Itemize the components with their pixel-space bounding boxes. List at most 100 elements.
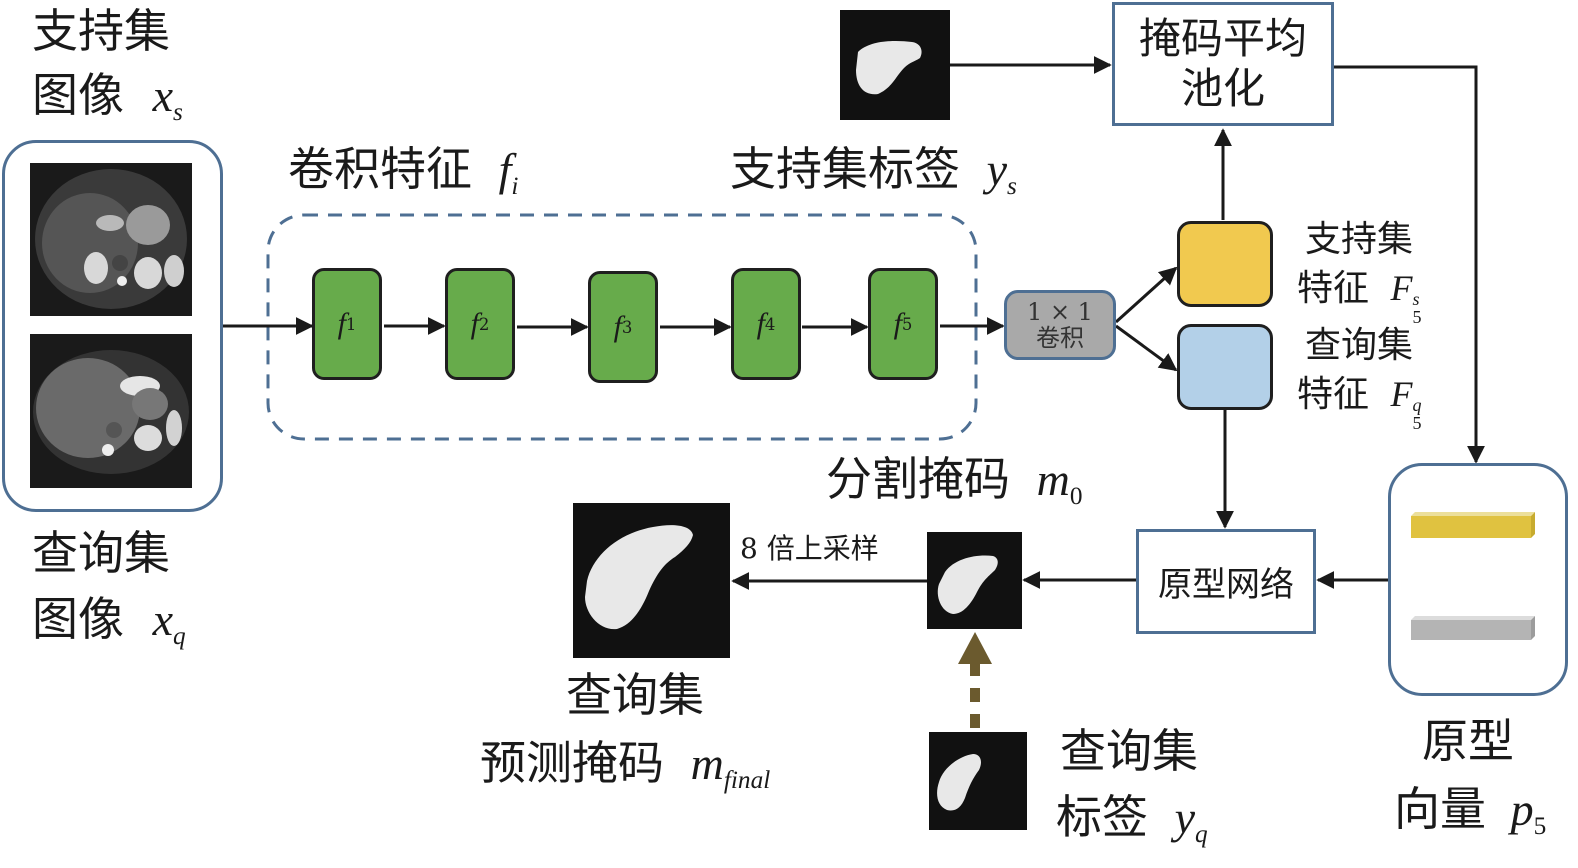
query-label-symbol: yq bbox=[1174, 792, 1208, 847]
feature-symbol: f bbox=[613, 310, 622, 343]
query-feature-line1: 查询集 bbox=[1305, 325, 1414, 366]
query-feature-line2: 特征 bbox=[1297, 374, 1370, 415]
seg-mask-label: 分割掩码 m0 bbox=[826, 456, 1083, 509]
feature-symbol: f bbox=[470, 307, 479, 340]
query-label-caption-2: 标签 yq bbox=[1056, 794, 1208, 847]
proto-bar-gray-top bbox=[1411, 616, 1535, 620]
symbol-p: p bbox=[1510, 784, 1534, 835]
superscript-s: s bbox=[1412, 289, 1420, 310]
upsample-label: 8 倍上采样 bbox=[740, 535, 879, 563]
support-mri-graphic bbox=[35, 169, 187, 309]
prototype-line1: 原型 bbox=[1422, 714, 1514, 768]
symbol-F: F bbox=[1390, 374, 1413, 414]
feature-subscript: 2 bbox=[478, 314, 490, 334]
feature-subscript: 1 bbox=[345, 314, 357, 334]
prototype-label-2: 向量 p5 bbox=[1394, 786, 1546, 839]
query-image-label-line2: 图像 bbox=[32, 592, 124, 646]
support-image-label: 支持集 bbox=[32, 8, 170, 54]
pooling-line1: 掩码平均 bbox=[1138, 13, 1307, 63]
query-feature-label: 查询集 bbox=[1305, 328, 1413, 364]
prototype-network-box: 原型网络 bbox=[1136, 529, 1316, 634]
masked-average-pooling-box: 掩码平均 池化 bbox=[1112, 2, 1334, 126]
seg-mask-shape bbox=[937, 555, 998, 614]
segmentation-mask-m0 bbox=[927, 532, 1022, 629]
dashed-arrow-head bbox=[958, 632, 992, 664]
feature-subscript: 3 bbox=[621, 317, 633, 337]
query-label-line1: 查询集 bbox=[1060, 724, 1198, 778]
prototype-bars bbox=[1411, 512, 1535, 640]
arrow-pooling-to-prototype bbox=[1334, 65, 1485, 464]
conv1x1-line1: 1 × 1 bbox=[1027, 297, 1093, 326]
query-mri-graphic bbox=[33, 350, 189, 474]
prototype-symbol: p5 bbox=[1510, 784, 1547, 839]
query-pred-label-2: 预测掩码 mfinal bbox=[480, 740, 770, 793]
symbol-F: F bbox=[1390, 268, 1413, 308]
prototype-network-text: 原型网络 bbox=[1158, 565, 1294, 605]
subscript-5: 5 bbox=[1412, 413, 1422, 434]
final-mask-shape bbox=[585, 525, 693, 630]
query-label-line2: 标签 bbox=[1056, 790, 1148, 844]
prototype-label: 原型 bbox=[1422, 718, 1514, 764]
support-image-symbol: xs bbox=[152, 70, 183, 125]
query-image-label-2: 图像 xq bbox=[32, 596, 186, 649]
proto-bar-gray bbox=[1411, 620, 1531, 640]
arrow-conv-to-support-feature bbox=[1114, 266, 1178, 324]
support-feature-line1: 支持集 bbox=[1305, 219, 1414, 260]
proto-bar-yellow bbox=[1411, 516, 1531, 538]
support-image-label-2: 图像 xs bbox=[32, 72, 183, 125]
conv1x1-line2: 卷积 bbox=[1036, 324, 1084, 352]
upsample-text: 8 倍上采样 bbox=[740, 532, 879, 565]
subscript-5: 5 bbox=[1533, 811, 1547, 840]
subscript-final: final bbox=[723, 765, 771, 794]
query-image-label: 查询集 bbox=[32, 530, 170, 576]
arrow-conv-to-query-feature bbox=[1115, 324, 1178, 372]
subscript-q: q bbox=[173, 621, 186, 650]
subscript-5: 5 bbox=[1412, 307, 1422, 328]
feature-subscript: 4 bbox=[764, 314, 776, 334]
symbol-m: m bbox=[690, 738, 724, 789]
support-feature-label: 支持集 bbox=[1305, 222, 1413, 258]
support-label-text: 支持集标签 bbox=[730, 142, 960, 196]
feature-subscript: 5 bbox=[901, 314, 913, 334]
pooling-line2: 池化 bbox=[1180, 64, 1265, 113]
support-mask-shape bbox=[856, 41, 922, 95]
feature-symbol: f bbox=[337, 307, 346, 340]
support-mri-image bbox=[30, 163, 192, 316]
query-pred-line1: 查询集 bbox=[566, 668, 704, 722]
query-mri-image bbox=[30, 334, 192, 488]
symbol-y: y bbox=[1174, 792, 1196, 843]
query-label-mask bbox=[929, 732, 1027, 830]
query-label-caption: 查询集 bbox=[1060, 728, 1198, 774]
query-label-mask-shape bbox=[937, 754, 981, 811]
final-predicted-mask bbox=[573, 503, 730, 658]
support-feature-line2: 特征 bbox=[1297, 268, 1370, 309]
support-feature-block bbox=[1177, 221, 1273, 307]
support-label-caption: 支持集标签 ys bbox=[730, 146, 1017, 199]
prototype-vectors-frame bbox=[1388, 463, 1568, 696]
support-label-mask bbox=[840, 10, 950, 120]
seg-mask-symbol: m0 bbox=[1036, 454, 1083, 509]
seg-mask-text: 分割掩码 bbox=[826, 452, 1010, 506]
subscript-i: i bbox=[511, 171, 519, 200]
query-pred-label: 查询集 bbox=[566, 672, 704, 718]
subscript-s: s bbox=[1007, 171, 1017, 200]
prototype-line2: 向量 bbox=[1394, 782, 1486, 836]
support-image-label-line2: 图像 bbox=[32, 68, 124, 122]
symbol-m: m bbox=[1036, 454, 1070, 505]
symbol-f: f bbox=[498, 144, 512, 195]
symbol-y: y bbox=[986, 144, 1008, 195]
conv-features-text: 卷积特征 bbox=[288, 142, 472, 196]
proto-bar-yellow-side bbox=[1531, 512, 1535, 538]
query-image-symbol: xq bbox=[153, 594, 186, 649]
symbol-x: x bbox=[152, 70, 174, 121]
feature-symbol: f bbox=[756, 307, 765, 340]
subscript-q: q bbox=[1195, 819, 1208, 848]
